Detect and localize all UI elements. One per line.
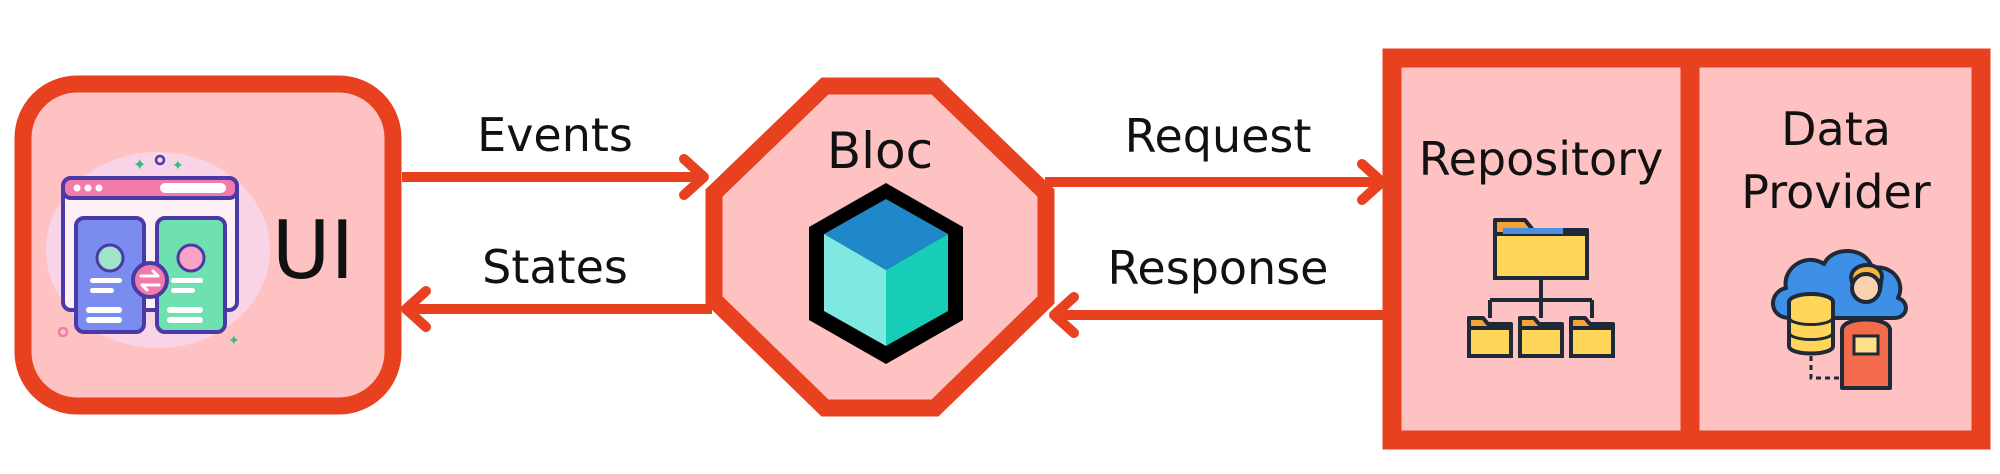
bloc-node: Bloc <box>705 77 1055 417</box>
svg-text:✦: ✦ <box>228 333 240 349</box>
svg-text:✦: ✦ <box>133 155 146 174</box>
request-label: Request <box>1125 109 1312 163</box>
app-screens-illustration-icon: ✦ ✦ ✦ <box>46 152 270 349</box>
cube-icon <box>809 183 963 364</box>
events-label: Events <box>477 108 633 162</box>
arrow-states <box>401 286 712 332</box>
arrow-response <box>1049 292 1392 338</box>
cloud-database-person-icon <box>1771 249 1908 390</box>
data-provider-label-line1: Data <box>1781 102 1891 156</box>
states-label: States <box>482 240 628 294</box>
response-label: Response <box>1108 241 1329 295</box>
svg-text:✦: ✦ <box>172 158 184 174</box>
repository-label: Repository <box>1419 132 1664 186</box>
arrow-request <box>1045 159 1387 205</box>
arrow-events <box>402 154 709 200</box>
data-layer-box: Repository <box>1382 48 1991 450</box>
ui-label: UI <box>272 204 354 297</box>
ui-box: ✦ ✦ ✦ UI <box>14 75 402 415</box>
data-provider-panel: Data Provider <box>1741 102 1931 390</box>
bloc-label: Bloc <box>827 122 933 180</box>
data-provider-label-line2: Provider <box>1741 165 1930 219</box>
folder-tree-icon <box>1467 218 1615 358</box>
repository-panel: Repository <box>1419 132 1664 358</box>
